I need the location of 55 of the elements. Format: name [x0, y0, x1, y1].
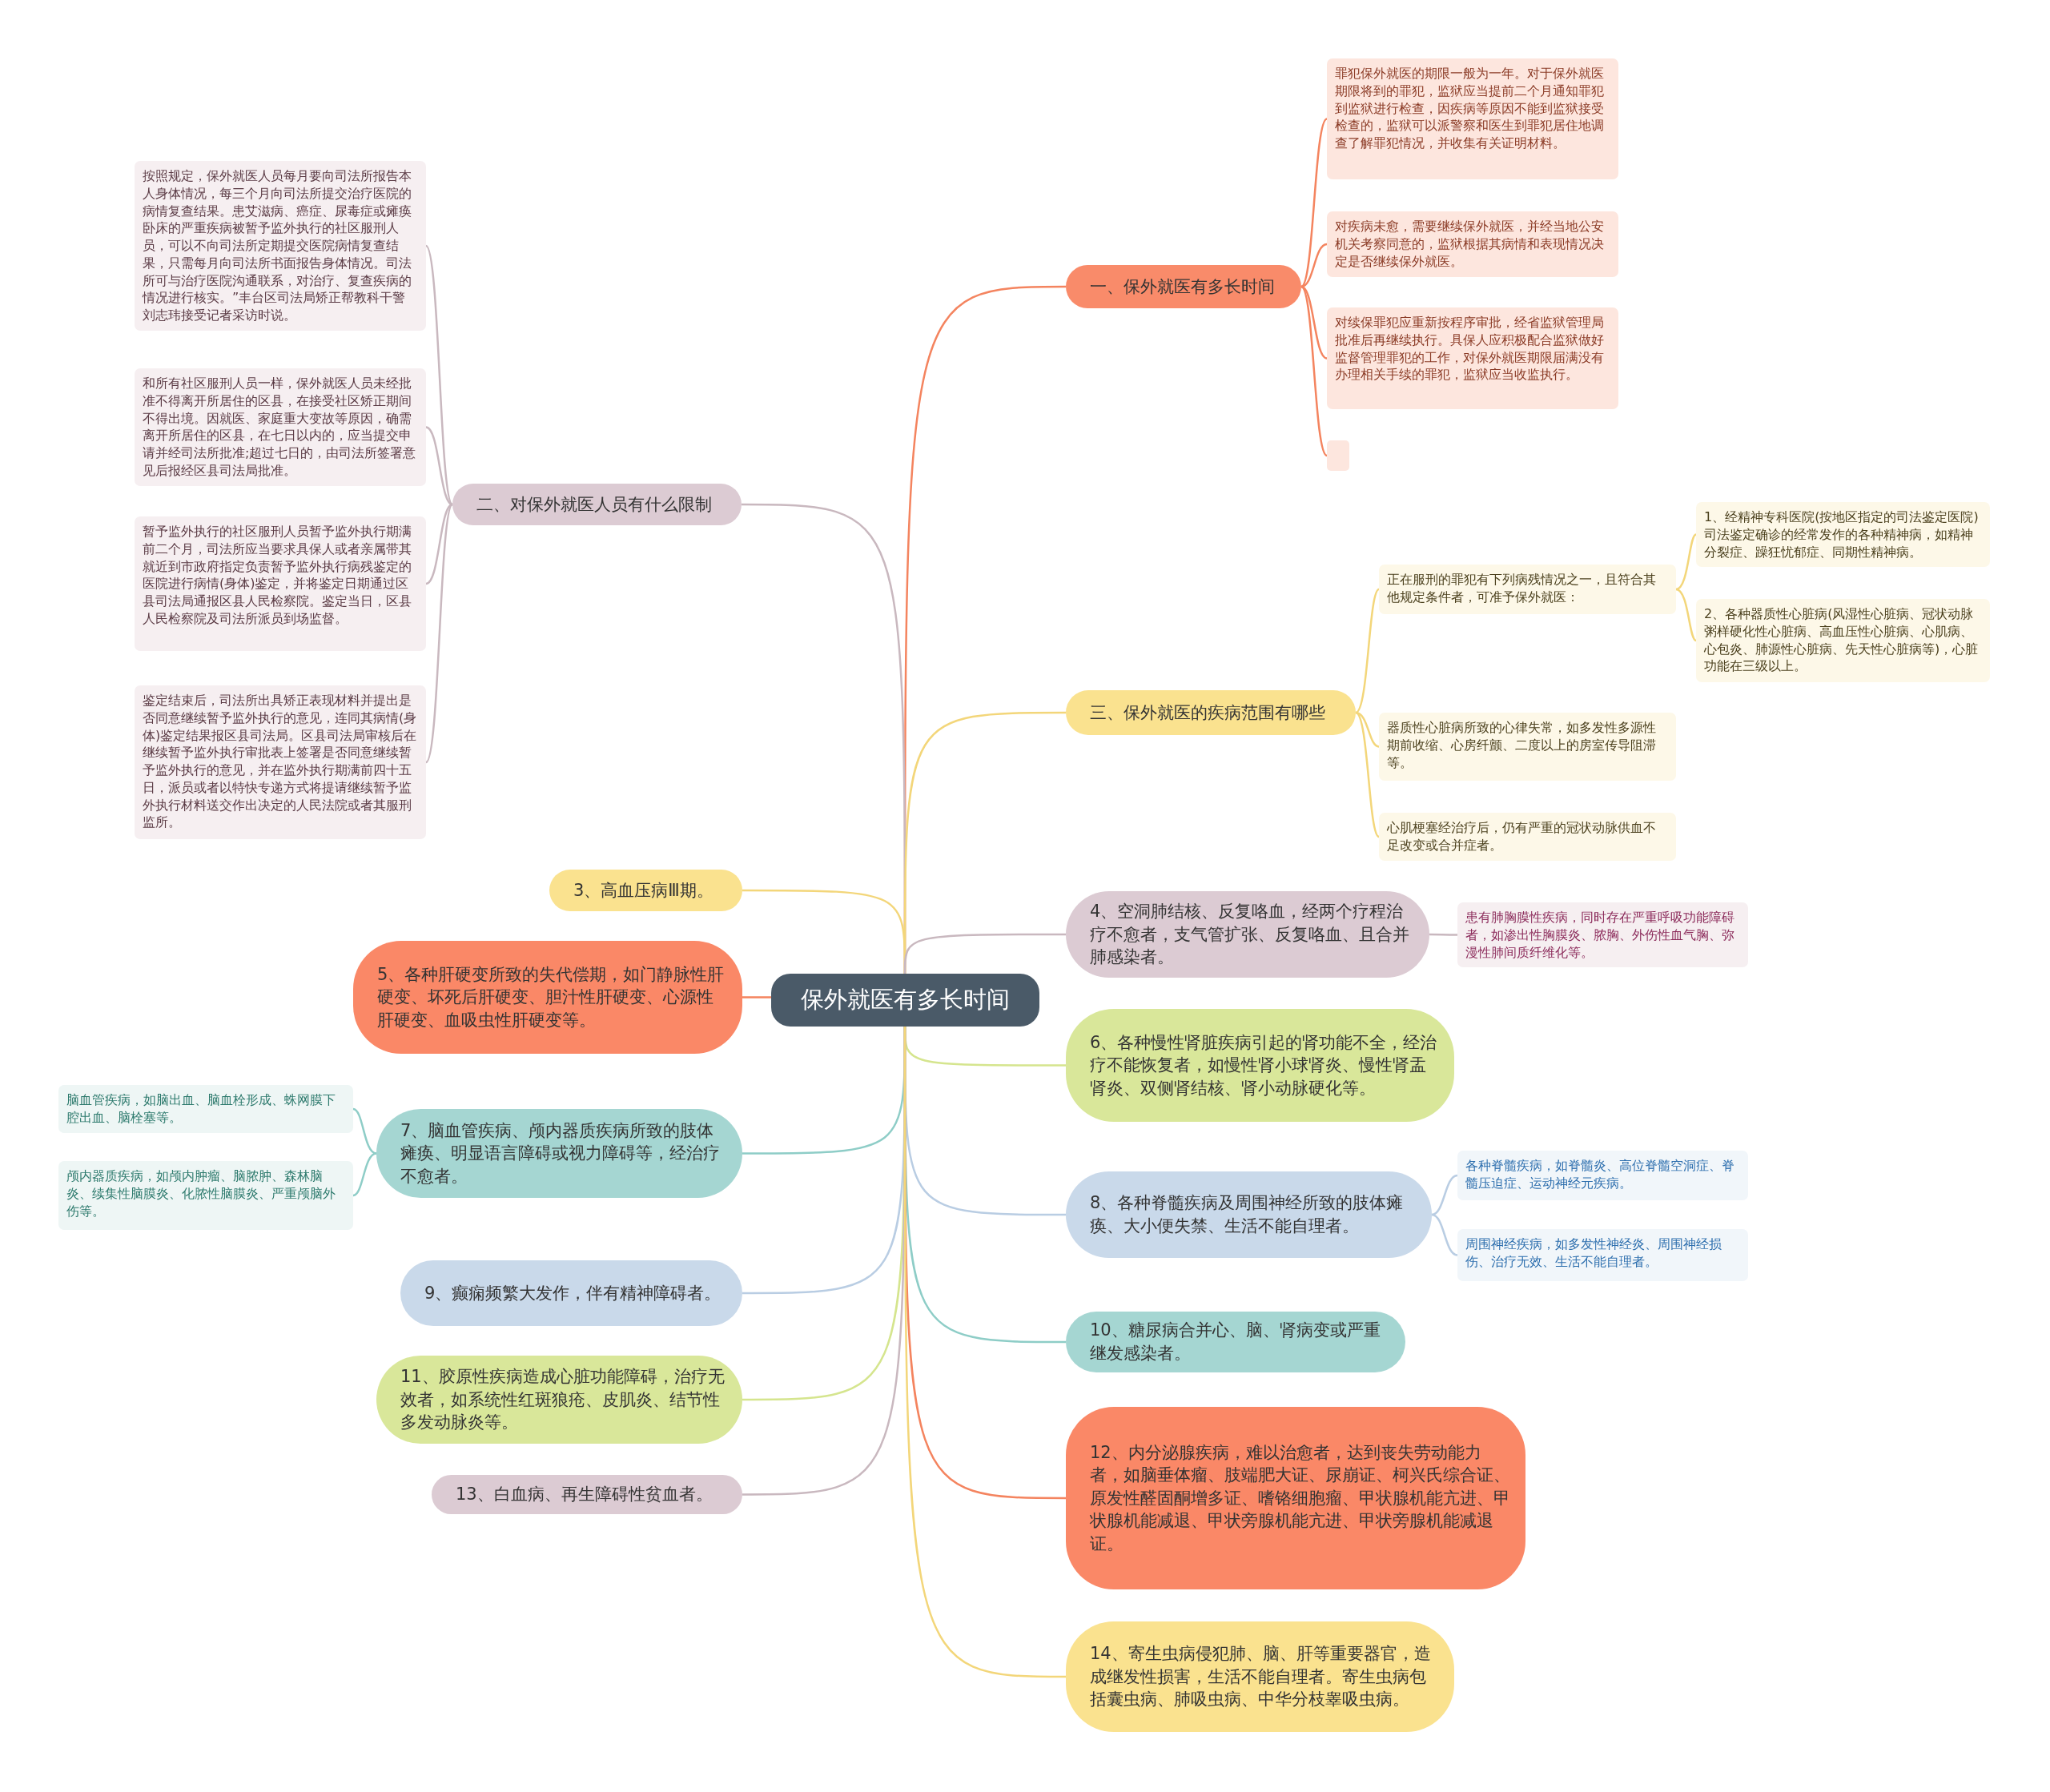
connector [1675, 588, 1697, 641]
connector [1355, 711, 1380, 748]
topic-pill: 6、各种慢性肾脏疾病引起的肾功能不全，经治疗不能恢复者，如慢性肾小球肾炎、慢性肾盂肾炎、双侧肾结核、肾小动脉硬化等。 [1066, 1009, 1454, 1122]
connector [1675, 533, 1697, 591]
connector [1300, 285, 1328, 360]
topic-pill: 14、寄生虫病侵犯肺、脑、肝等重要器官，造成继发性损害，生活不能自理者。寄生虫病包括囊虫病、肺吸虫病、中华分枝睾吸虫病。 [1066, 1621, 1454, 1732]
note-card: 对续保罪犯应重新按程序审批，经省监狱管理局批准后再继续执行。具保人应积极配合监狱做好监督管理罪犯的工作，对保外就医期限届满没有办理相关手续的罪犯，监狱应当收监执行。 [1327, 307, 1618, 409]
connector [1431, 1174, 1458, 1216]
topic-pill: 3、高血压病Ⅲ期。 [549, 870, 742, 911]
connector [903, 1027, 1066, 1678]
connector [352, 1152, 377, 1197]
connector [903, 933, 1066, 974]
note-card: 罪犯保外就医的期限一般为一年。对于保外就医期限将到的罪犯，监狱应当提前二个月通知罪犯到监狱进行检查，因疾病等原因不能到监狱接受检查的，监狱可以派警察和医生到罪犯居住地调查了解罪犯情况，并收集有关证明材料。 [1327, 58, 1618, 179]
connector [742, 996, 771, 998]
note-card: 2、各种器质性心脏病(风湿性心脏病、冠状动脉粥样硬化性心脏病、高血压性心脏病、心肌病、心包炎、肺源性心脏病、先天性心脏病等)，心脏功能在三级以上。 [1696, 599, 1990, 682]
note-card: 心肌梗塞经治疗后，仍有严重的冠状动脉供血不足改变或合并症者。 [1379, 813, 1676, 861]
topic-pill: 二、对保外就医人员有什么限制 [452, 484, 742, 525]
note-card: 患有肺胸膜性疾病，同时存在严重呼吸功能障碍者，如渗出性胸膜炎、脓胸、外伤性血气胸、弥漫性肺间质纤维化等。 [1457, 902, 1748, 968]
topic-pill: 5、各种肝硬变所致的失代偿期，如门静脉性肝硬变、坏死后肝硬变、胆汁性肝硬变、心源性肝硬变、血吸虫性肝硬变等。 [353, 941, 742, 1054]
topic-pill: 4、空洞肺结核、反复咯血，经两个疗程治疗不愈者，支气管扩张、反复咯血、且合并肺感染者。 [1066, 891, 1429, 978]
connector [425, 503, 453, 585]
note-card: 对疾病未愈，需要继续保外就医，并经当地公安机关考察同意的，监狱根据其病情和表现情况决定是否继续保外就医。 [1327, 211, 1618, 277]
connector [424, 504, 454, 763]
connector [1355, 712, 1380, 838]
topic-pill: 9、癫痫频繁大发作，伴有精神障碍者。 [400, 1260, 742, 1326]
note-card: 正在服刑的罪犯有下列病残情况之一，且符合其他规定条件者，可准予保外就医： [1379, 565, 1676, 614]
note-card: 周围神经疾病，如多发性神经炎、周围神经损伤、治疗无效、生活不能自理者。 [1457, 1229, 1748, 1281]
connector [425, 426, 453, 506]
connector [1300, 118, 1328, 287]
connector [1355, 589, 1380, 713]
connector [1429, 933, 1457, 936]
note-card: 颅内器质疾病，如颅内肿瘤、脑脓肿、森林脑炎、续集性脑膜炎、化脓性脑膜炎、严重颅脑外伤等。 [58, 1161, 353, 1230]
topic-pill: 三、保外就医的疾病范围有哪些 [1066, 690, 1356, 735]
connector [1431, 1213, 1458, 1256]
topic-pill: 10、糖尿病合并心、脑、肾病变或严重继发感染者。 [1066, 1312, 1405, 1372]
topic-pill: 7、脑血管疾病、颅内器质疾病所致的肢体瘫痪、明显语言障碍或视力障碍等，经治疗不愈者。 [376, 1109, 742, 1198]
topic-pill: 一、保外就医有多长时间 [1066, 265, 1301, 308]
note-card: 和所有社区服刑人员一样，保外就医人员未经批准不得离开所居住的区县，在接受社区矫正期间不得出境。因就医、家庭重大变故等原因，确需离开所居住的区县，在七日以内的，应当提交申请并经司法所批准;超过七日的，由司法所签署意见后报经区县司法局批准。 [135, 368, 426, 486]
connector [424, 245, 454, 505]
empty-box [1327, 440, 1349, 471]
topic-pill: 12、内分泌腺疾病，难以治愈者，达到丧失劳动能力者，如脑垂体瘤、肢端肥大证、尿崩证、柯兴氏综合证、原发性醛固酮增多证、嗜铬细胞瘤、甲状腺机能亢进、甲状腺机能减退、甲状旁腺机能亢进、甲状旁腺机能减退证。 [1066, 1407, 1525, 1589]
topic-pill: 8、各种脊髓疾病及周围神经所致的肢体瘫痪、大小便失禁、生活不能自理者。 [1066, 1171, 1432, 1258]
note-card: 1、经精神专科医院(按地区指定的司法鉴定医院)司法鉴定确诊的经常发作的各种精神病，如精神分裂症、躁狂忧郁症、同期性精神病。 [1696, 502, 1990, 568]
topic-pill: 13、白血病、再生障碍性贫血者。 [432, 1475, 742, 1514]
central-topic: 保外就医有多长时间 [771, 974, 1039, 1027]
note-card: 鉴定结束后，司法所出具矫正表现材料并提出是否同意继续暂予监外执行的意见，连同其病情(身体)鉴定结果报区县司法局。区县司法局审核后在继续暂予监外执行审批表上签署是否同意继续暂予监外执行的意见，并在监外执行期满前四十五日，派员或者以特快专递方式将提请继续暂予监外执行材料送交作出决定的人民法院或者其服刑监所。 [135, 685, 426, 839]
connector [1300, 243, 1328, 288]
note-card: 各种脊髓疾病，如脊髓炎、高位脊髓空洞症、脊髓压迫症、运动神经元疾病。 [1457, 1151, 1748, 1200]
connector [1300, 286, 1328, 456]
note-card: 器质性心脏病所致的心律失常，如多发性多源性期前收缩、心房纤颤、二度以上的房室传导阻滞等。 [1379, 713, 1676, 781]
connector [352, 1107, 377, 1155]
note-card: 脑血管疾病，如脑出血、脑血栓形成、蛛网膜下腔出血、脑栓塞等。 [58, 1085, 353, 1133]
topic-pill: 11、胶原性疾病造成心脏功能障碍，治疗无效者，如系统性红斑狼疮、皮肌炎、结节性多发动脉炎等。 [376, 1356, 742, 1444]
note-card: 按照规定，保外就医人员每月要向司法所报告本人身体情况，每三个月向司法所提交治疗医院的病情复查结果。患艾滋病、癌症、尿毒症或瘫痪卧床的严重疾病被暂予监外执行的社区服刑人员，可以不向司法所定期提交医院病情复查结果，只需每月向司法所书面报告身体情况。司法所可与治疗医院沟通联系，对治疗、复查疾病的情况进行核实。”丰台区司法局矫正帮教科干警刘志玮接受记者采访时说。 [135, 161, 426, 331]
note-card: 暂予监外执行的社区服刑人员暂予监外执行期满前二个月，司法所应当要求具保人或者亲属带其就近到市政府指定负责暂予监外执行病残鉴定的医院进行病情(身体)鉴定，并将鉴定日期通过区县司法局通报区县人民检察院。鉴定当日，区县人民检察院及司法所派员到场监督。 [135, 516, 426, 651]
